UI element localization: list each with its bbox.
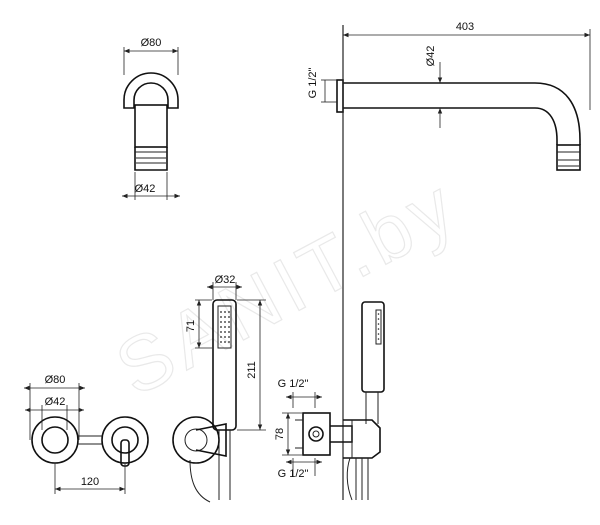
dim-handshower-total-length: 211: [246, 361, 258, 379]
dim-rosette-spacing: 120: [81, 476, 99, 488]
dim-spout-pipe-diameter: Ø42: [425, 46, 437, 67]
watermark-text: SANIT.by: [102, 160, 473, 413]
handshower-view: Ø32 71 211: [172, 274, 266, 503]
rosettes-view: Ø80 Ø42 120: [24, 374, 149, 494]
spout-front-view: 403 Ø42 G 1/2": [307, 21, 591, 171]
dim-spout-top-diameter: Ø80: [141, 37, 162, 49]
spout-side-view: Ø80 Ø42: [122, 37, 180, 200]
dim-spout-length: 403: [456, 21, 474, 33]
dim-box-thread-bottom: G 1/2": [278, 468, 309, 480]
dim-rosette-outer-diameter: Ø80: [45, 374, 66, 386]
handshower-side-view: [343, 301, 385, 501]
dim-rosette-inner-diameter: Ø42: [45, 396, 66, 408]
dim-box-thread-top: G 1/2": [278, 378, 309, 390]
concealed-box-view: G 1/2" 78 G 1/2": [274, 378, 353, 480]
dim-spout-thread: G 1/2": [307, 68, 319, 99]
dim-handshower-head-length: 71: [185, 320, 197, 332]
dim-handshower-diameter: Ø32: [215, 274, 236, 286]
dim-box-height: 78: [274, 428, 286, 440]
dim-spout-bottom-diameter: Ø42: [135, 183, 156, 195]
